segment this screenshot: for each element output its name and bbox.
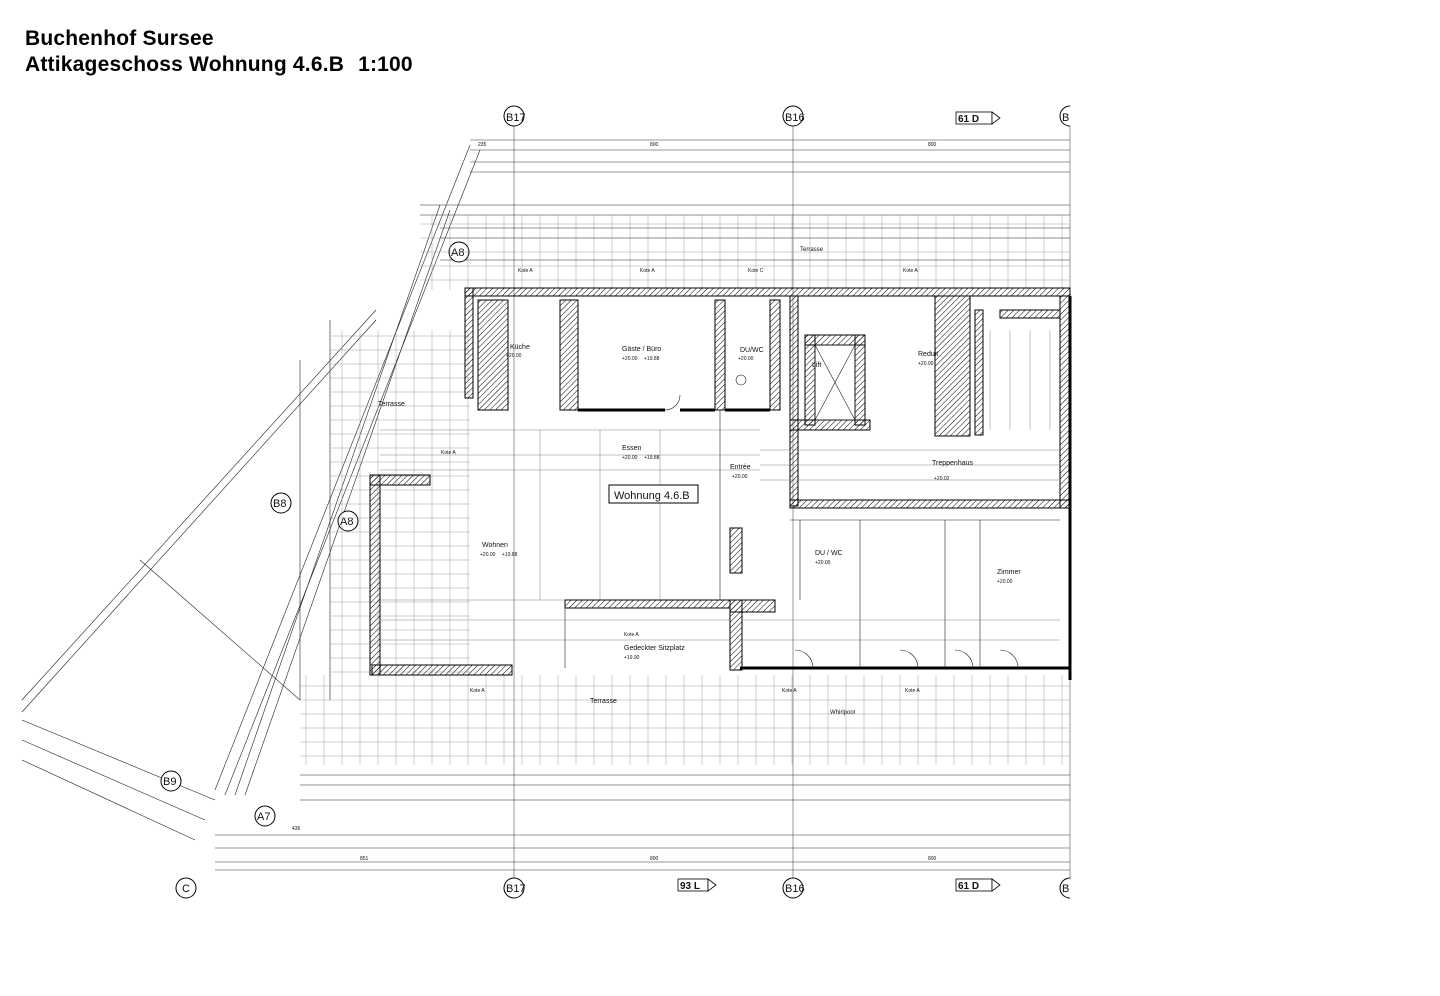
axis-left-b9: B9 (163, 776, 176, 788)
room-terrasse-left: Terrasse (378, 401, 405, 408)
room-kueche: Küche (510, 344, 530, 351)
top-terrace-tiles (420, 215, 1070, 290)
room-entree: Entrée (730, 464, 751, 471)
interior-tile-grid (380, 330, 1060, 641)
kote-label: Kote C (748, 268, 764, 274)
axis-bottom-b16: B16 (785, 883, 805, 895)
drawing-scale: 1:100 (358, 53, 413, 76)
room-whirlpool: Whirlpool (830, 710, 855, 716)
apartment-label-box: Wohnung 4.6.B (608, 484, 699, 504)
kote-label: Kote A (905, 688, 920, 694)
room-zimmer-level: +20.00 (997, 579, 1013, 585)
room-reduit: Reduit (918, 351, 938, 358)
room-gaeste: Gäste / Büro (622, 346, 661, 353)
room-duwc-1-level: +20.00 (738, 356, 754, 362)
room-reduit-level: +20.00 (918, 361, 934, 367)
doors (664, 344, 1019, 669)
section-marker-bottom-right: 61 D (958, 881, 979, 892)
room-zimmer: Zimmer (997, 569, 1021, 576)
drawing-name: Attikageschoss Wohnung 4.6.B (25, 53, 345, 76)
room-terrasse-top: Terrasse (800, 247, 824, 253)
room-treppenhaus: Treppenhaus (932, 460, 973, 467)
room-treppenhaus-level: +20.02 (934, 476, 950, 482)
room-essen: Essen (622, 445, 642, 452)
room-wohnen-level2: +19.88 (502, 552, 518, 558)
room-terrasse-bottom: Terrasse (590, 698, 617, 705)
axis-top-b16: B16 (785, 112, 805, 124)
room-kueche-level: +20.00 (506, 353, 522, 359)
axis-left-c: C (182, 883, 190, 895)
axis-bottom-b: B (1062, 883, 1069, 895)
kote-label: Kote A (441, 450, 456, 456)
apartment-walls (369, 287, 1072, 680)
top-grid-axes: B17 B16 B 61 D (503, 105, 1071, 127)
room-essen-level2: +19.88 (644, 455, 660, 461)
bottom-dimensions: 851 800 800 436 (215, 774, 1070, 871)
dim-bottom-1: 851 (360, 856, 369, 862)
dim-bottom-2: 800 (650, 856, 659, 862)
section-marker-bottom-left: 93 L (680, 881, 700, 892)
room-wohnen-level: +20.00 (480, 552, 496, 558)
room-labels: Küche +20.00 Gäste / Büro +20.00 +19.88 … (378, 247, 1021, 716)
bottom-terrace-tiles (300, 675, 1070, 765)
axis-left-b8: B8 (273, 498, 286, 510)
dim-bottom-3: 800 (928, 856, 937, 862)
left-terrace-tiles (330, 330, 470, 675)
bottom-grid-axes: B17 B16 B 93 L 61 D (503, 877, 1071, 899)
room-lift: Lift (812, 362, 821, 369)
project-title: Buchenhof Sursee (25, 27, 214, 50)
axis-top-b: B (1062, 112, 1069, 124)
dim-top-1: 235 (478, 142, 487, 148)
room-gaeste-level: +20.00 (622, 356, 638, 362)
axis-bottom-b17: B17 (506, 883, 526, 895)
axis-top-b17: B17 (506, 112, 526, 124)
dim-top-3: 800 (928, 142, 937, 148)
room-duwc-2-level: +20.00 (815, 560, 831, 566)
room-wohnen: Wohnen (482, 542, 508, 549)
dim-top-2: 800 (650, 142, 659, 148)
room-sitzplatz: Gedeckter Sitzplatz (624, 645, 685, 652)
room-duwc-1: DU/WC (740, 347, 764, 354)
kote-label: Kote A (782, 688, 797, 694)
room-duwc-2: DU / WC (815, 550, 843, 557)
dim-left-bottom: 436 (292, 826, 301, 832)
kote-label: Kote A (470, 688, 485, 694)
axis-diag-a7: A7 (257, 811, 270, 823)
kote-label: Kote A (640, 268, 655, 274)
kote-label: Kote A (624, 632, 639, 638)
room-gaeste-level2: +19.88 (644, 356, 660, 362)
kote-labels: Kote A Kote A Kote C Kote A Kote A Kote … (441, 268, 920, 694)
section-marker-top: 61 D (958, 114, 979, 125)
kote-label: Kote A (903, 268, 918, 274)
kote-label: Kote A (518, 268, 533, 274)
drawing-title: Attikageschoss Wohnung 4.6.B 1:100 (25, 52, 413, 78)
room-entree-level: +20.00 (732, 474, 748, 480)
room-sitzplatz-level: +19.90 (624, 655, 640, 661)
apartment-label: Wohnung 4.6.B (614, 490, 690, 502)
title-block: Buchenhof Sursee Attikageschoss Wohnung … (25, 26, 413, 78)
room-essen-level: +20.00 (622, 455, 638, 461)
